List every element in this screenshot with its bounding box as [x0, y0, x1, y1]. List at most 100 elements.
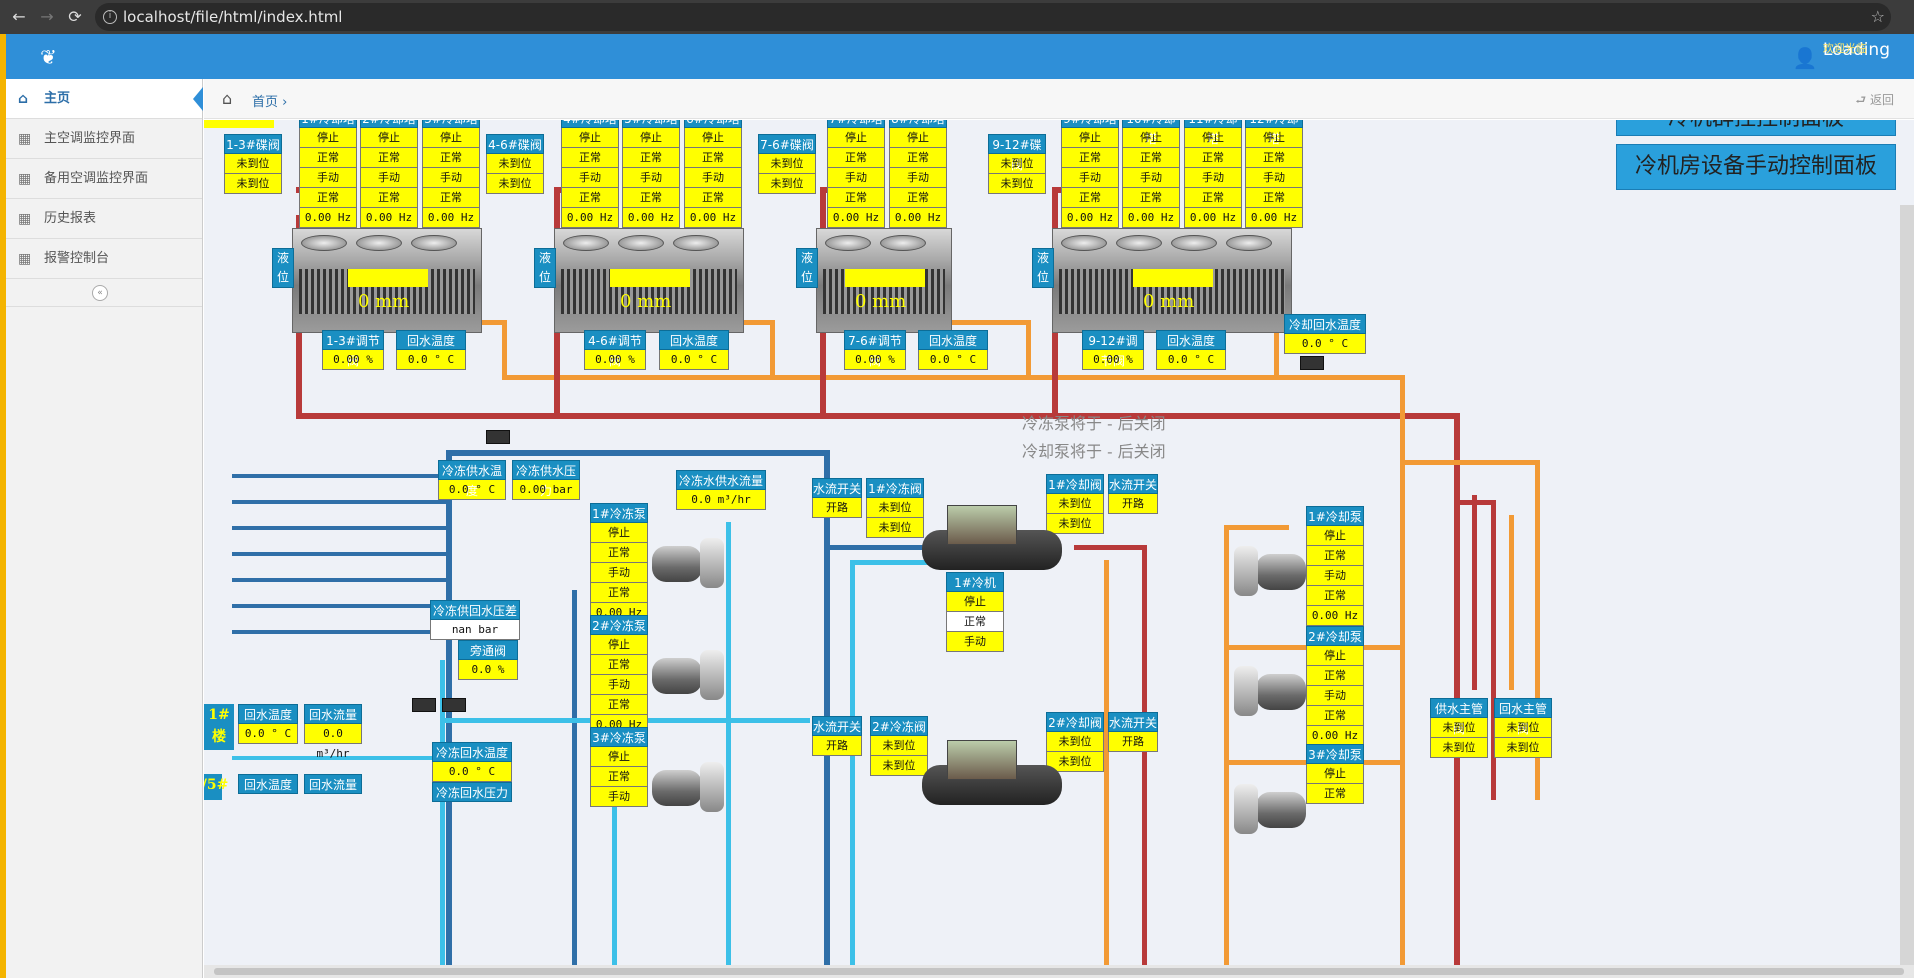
regulating-valve-status[interactable]: 1-3#调节阀0.00 %: [322, 330, 384, 370]
butterfly-valve-status[interactable]: 4-6#碟阀未到位未到位: [486, 134, 544, 194]
chilled-supply-pressure[interactable]: 冷冻供水压力0.00 bar: [512, 460, 580, 500]
flow-switch-status[interactable]: 水流开关开路: [1108, 474, 1158, 514]
cooling-pump-status[interactable]: 3#冷却泵停止正常: [1306, 744, 1364, 804]
butterfly-valve-status[interactable]: 7-6#碟阀未到位未到位: [758, 134, 816, 194]
cooling-tower-3-status-value: 正常: [422, 188, 480, 208]
regulating-valve-status[interactable]: 4-6#调节阀0.00 %: [584, 330, 646, 370]
cooling-tower-10-status-value: 正常: [1122, 188, 1180, 208]
chiller-status[interactable]: 1#冷机停止正常手动: [946, 572, 1004, 652]
cooling-tower-6-status[interactable]: 6#冷却塔停止正常手动正常0.00 Hz: [684, 120, 742, 228]
cooling-tower-9-status-value: 0.00 Hz: [1061, 208, 1119, 228]
cooling-tower-1-status[interactable]: 1#冷却塔停止正常手动正常0.00 Hz: [299, 120, 357, 228]
flow-switch-status[interactable]: 水流开关开路: [1108, 712, 1158, 752]
branch-pipe-6: [232, 604, 446, 608]
bypass-valve-status-title: 旁通阀: [458, 640, 518, 660]
cooling-tower-9-status[interactable]: 9#冷却塔停止正常手动正常0.00 Hz: [1061, 120, 1119, 228]
regulating-valve-status[interactable]: 9-12#调节阀0.00 %: [1082, 330, 1144, 370]
main-supply-valve-status[interactable]: 供水主管阀未到位未到位: [1430, 698, 1488, 758]
cooling-valve-status[interactable]: 2#冷却阀未到位未到位: [1046, 712, 1104, 772]
chilled-valve-status[interactable]: 2#冷冻阀未到位未到位: [870, 716, 928, 776]
collapse-chevron-icon[interactable]: «: [92, 285, 108, 301]
flow-switch-status-value: 开路: [1108, 494, 1158, 514]
level-sensor-label: 液位: [1032, 248, 1054, 288]
cooling-tower-7-status-value: 0.00 Hz: [827, 208, 885, 228]
breadcrumb-home[interactable]: 首页 ›: [252, 95, 288, 110]
regulating-valve-status[interactable]: 7-6#调节阀0.00 %: [844, 330, 906, 370]
cooling-valve-status[interactable]: 1#冷却阀未到位未到位: [1046, 474, 1104, 534]
level-sensor-label: 液位: [796, 248, 818, 288]
scrollbar-thumb[interactable]: [214, 968, 1904, 975]
floor-return-flow[interactable]: 回水流量: [304, 774, 362, 794]
info-icon[interactable]: i: [103, 10, 117, 24]
cooling-tower-10-status[interactable]: 10#冷却塔停止正常手动正常0.00 Hz: [1122, 120, 1180, 228]
chilled-return-pressure[interactable]: 冷冻回水压力: [432, 782, 512, 802]
return-temp-status-value: 0.0 ° C: [396, 350, 466, 370]
cooling-tower-11-status[interactable]: 11#冷却塔停止正常手动正常0.00 Hz: [1184, 120, 1242, 228]
level-bar: [1133, 269, 1213, 287]
butterfly-valve-status[interactable]: 1-3#碟阀未到位未到位: [224, 134, 282, 194]
bookmark-star-icon[interactable]: ☆: [1870, 7, 1885, 26]
chilled-valve-status-value: 未到位: [870, 736, 928, 756]
floor-return-temp[interactable]: 回水温度: [238, 774, 298, 794]
reload-icon[interactable]: ⟳: [68, 7, 82, 26]
sidebar-item-alarm[interactable]: ▦报警控制台: [6, 239, 202, 279]
cooling-tower-4-status[interactable]: 4#冷却塔停止正常手动正常0.00 Hz: [561, 120, 619, 228]
sidebar-collapse[interactable]: «: [6, 279, 202, 307]
manual-control-panel-button[interactable]: 冷机房设备手动控制面板: [1616, 144, 1896, 190]
cooling-tower-6-status-value: 正常: [684, 188, 742, 208]
cooling-tower-12-status[interactable]: 12#冷却塔停止正常手动正常0.00 Hz: [1245, 120, 1303, 228]
chilled-supply-temp-value: 0.0 ° C: [438, 480, 506, 500]
address-bar[interactable]: i localhost/file/html/index.html ☆: [95, 3, 1891, 31]
cooling-tower-8-status[interactable]: 8#冷却塔停止正常手动正常0.00 Hz: [889, 120, 947, 228]
cooling-tower-3-status[interactable]: 3#冷却塔停止正常手动正常0.00 Hz: [422, 120, 480, 228]
cooling-tower-6-status-value: 停止: [684, 128, 742, 148]
cooling-tower-5-status[interactable]: 5#冷却塔停止正常手动正常0.00 Hz: [622, 120, 680, 228]
back-button[interactable]: ⮐ 返回: [1855, 93, 1894, 107]
vertical-scrollbar[interactable]: [1900, 205, 1914, 965]
cooling-tower-7-status[interactable]: 7#冷却塔停止正常手动正常0.00 Hz: [827, 120, 885, 228]
main-return-valve-status[interactable]: 回水主管阀未到位未到位: [1494, 698, 1552, 758]
forward-arrow-icon[interactable]: →: [40, 7, 54, 26]
sidebar-item-main-ac[interactable]: ▦主空调监控界面: [6, 119, 202, 159]
main-return-valve-status-value: 未到位: [1494, 718, 1552, 738]
floor-label: 1#楼: [204, 704, 234, 750]
chilled-valve-status[interactable]: 1#冷冻阀未到位未到位: [866, 478, 924, 538]
group-control-panel-button[interactable]: 冷机群控控制面板: [1616, 120, 1896, 136]
horizontal-scrollbar[interactable]: [204, 965, 1914, 978]
cooling-tower-2-status[interactable]: 2#冷却塔停止正常手动正常0.00 Hz: [360, 120, 418, 228]
user-icon: 👤: [1792, 46, 1818, 70]
leaf-logo-icon[interactable]: ❦: [40, 45, 57, 69]
cooling-tower-1-status-value: 正常: [299, 148, 357, 168]
chiller-feed: [824, 545, 1004, 550]
bypass-valve-status-value: 0.0 %: [458, 660, 518, 680]
sidebar-item-backup-ac[interactable]: ▦备用空调监控界面: [6, 159, 202, 199]
home-icon[interactable]: ⌂: [222, 89, 233, 108]
cooling-tower-7-status-value: 手动: [827, 168, 885, 188]
sidebar-item-home[interactable]: ⌂主页: [6, 79, 203, 119]
tower-drop-1-3: [502, 320, 507, 380]
sidebar-item-history[interactable]: ▦历史报表: [6, 199, 202, 239]
flow-switch-status[interactable]: 水流开关开路: [812, 478, 862, 518]
back-arrow-icon[interactable]: ←: [12, 7, 26, 26]
flow-switch-status[interactable]: 水流开关开路: [812, 716, 862, 756]
chilled-pump-status[interactable]: 3#冷冻泵停止正常手动: [590, 727, 648, 807]
water-level-value: 0 mm: [855, 291, 907, 312]
user-info[interactable]: 👤 欢迎光临 Loading: [1793, 40, 1890, 70]
chilled-supply-temp[interactable]: 冷冻供水温度0.0 ° C: [438, 460, 506, 500]
